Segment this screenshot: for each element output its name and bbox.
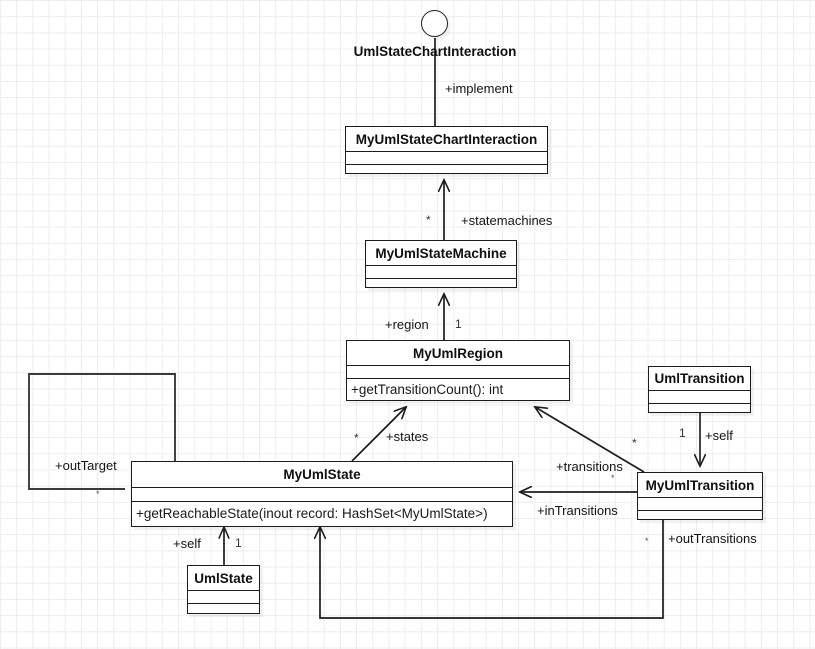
class-name-uml-transition: UmlTransition: [649, 367, 750, 391]
class-operations-compartment: [346, 165, 547, 178]
class-operations-compartment: [366, 279, 516, 292]
class-attributes-compartment: [347, 366, 569, 379]
edge-label-out-transitions: +outTransitions: [668, 531, 757, 546]
edge-mult-statemachines: *: [426, 213, 431, 227]
class-name-my-uml-transition: MyUmlTransition: [638, 473, 762, 498]
class-box-my-uml-region[interactable]: MyUmlRegion +getTransitionCount(): int: [346, 340, 570, 401]
class-attributes-compartment: [188, 591, 259, 604]
edge-mult-out-target: *: [96, 489, 100, 499]
edge-label-states: +states: [386, 429, 429, 444]
edge-label-self-state: +self: [173, 536, 201, 551]
edge-mult-self-transition: 1: [679, 426, 686, 440]
edge-label-in-transitions: +inTransitions: [537, 503, 618, 518]
edge-mult-transitions: *: [632, 436, 637, 450]
class-box-my-uml-state[interactable]: MyUmlState +getReachableState(inout reco…: [131, 461, 513, 527]
edge-label-implement: +implement: [445, 81, 513, 96]
class-attributes-compartment: [346, 152, 547, 165]
class-name-my-uml-region: MyUmlRegion: [347, 341, 569, 366]
interface-label: UmlStateChartInteraction: [353, 44, 517, 59]
edge-mult-region: 1: [455, 317, 462, 331]
edge-label-out-target: +outTarget: [55, 458, 117, 473]
class-box-uml-transition[interactable]: UmlTransition: [648, 366, 751, 413]
edge-label-self-transition: +self: [705, 428, 733, 443]
class-name-uml-state: UmlState: [188, 566, 259, 591]
class-attributes-compartment: [638, 498, 762, 511]
edge-out-transitions: [320, 520, 664, 619]
class-name-my-uml-state: MyUmlState: [132, 462, 512, 488]
edge-mult-states: *: [354, 431, 359, 445]
class-box-my-uml-transition[interactable]: MyUmlTransition: [637, 472, 763, 520]
class-name-my-uml-state-machine: MyUmlStateMachine: [366, 241, 516, 266]
edge-mult-out-transitions: *: [645, 536, 649, 546]
class-operations-compartment: [638, 511, 762, 524]
class-operation-get-reachable-state: +getReachableState(inout record: HashSet…: [136, 506, 488, 521]
class-attributes-compartment: [649, 391, 750, 404]
edge-label-transitions: +transitions: [556, 459, 623, 474]
interface-circle-icon: [421, 10, 448, 37]
class-attributes-compartment: [366, 266, 516, 279]
class-attributes-compartment: [132, 488, 512, 502]
class-operations-compartment: [649, 404, 750, 417]
edge-mult-self-state: 1: [235, 536, 242, 550]
edge-label-region: +region: [385, 317, 429, 332]
class-operation-get-transition-count: +getTransitionCount(): int: [351, 381, 504, 397]
class-name-my-uml-state-chart-interaction: MyUmlStateChartInteraction: [346, 127, 547, 152]
edge-mult-transitions-secondary: *: [611, 473, 615, 483]
class-box-uml-state[interactable]: UmlState: [187, 565, 260, 614]
class-box-my-uml-state-machine[interactable]: MyUmlStateMachine: [365, 240, 517, 288]
class-operations-compartment: [188, 604, 259, 617]
class-box-my-uml-state-chart-interaction[interactable]: MyUmlStateChartInteraction: [345, 126, 548, 174]
edge-label-statemachines: +statemachines: [461, 213, 553, 228]
